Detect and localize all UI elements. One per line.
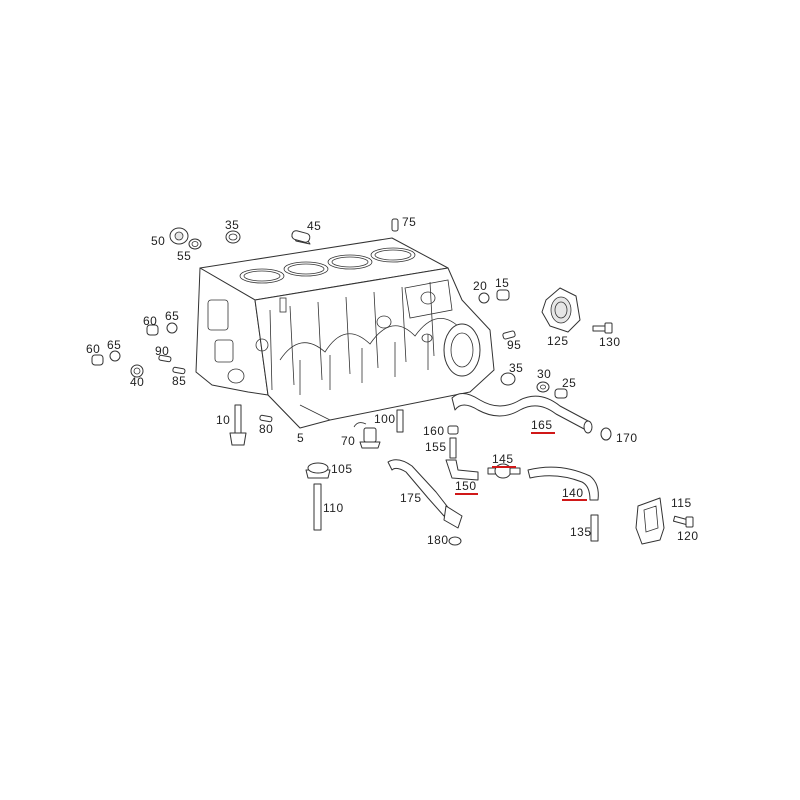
part-50-plug (169, 227, 189, 245)
label-40: 40 (130, 375, 144, 389)
part-80-pin (259, 414, 273, 423)
part-160-connector (447, 425, 459, 435)
part-180-ring (448, 536, 462, 546)
part-45-sleeve (291, 230, 311, 245)
part-70-valve (353, 422, 381, 449)
part-95-pin (502, 330, 516, 340)
part-20-cap (478, 292, 490, 304)
label-65a: 65 (165, 309, 179, 323)
part-15-plug (496, 289, 510, 301)
label-25: 25 (562, 376, 576, 390)
part-140-hose (527, 466, 599, 501)
part-100-tube (396, 409, 404, 433)
part-40-clamp (130, 364, 144, 378)
part-30-washer (536, 381, 550, 393)
part-60-plug-lower (91, 354, 104, 366)
part-110-tube (313, 483, 322, 531)
part-55-seal-ring (188, 238, 202, 250)
label-175: 175 (400, 491, 422, 505)
label-55: 55 (177, 249, 191, 263)
label-85: 85 (172, 374, 186, 388)
label-165: 165 (531, 418, 553, 432)
label-45: 45 (307, 219, 321, 233)
part-170-clip (600, 427, 612, 441)
label-75: 75 (402, 215, 416, 229)
part-35-cap-right (500, 372, 516, 386)
part-135-tube (590, 514, 599, 542)
label-150: 150 (455, 479, 477, 493)
part-65-ring-upper (166, 322, 178, 334)
label-135: 135 (570, 525, 592, 539)
part-175-hose (387, 459, 463, 529)
label-140: 140 (562, 486, 584, 500)
part-130-bolt (592, 322, 613, 334)
label-95: 95 (507, 338, 521, 352)
engine-block (195, 237, 495, 429)
part-105-cap (305, 462, 331, 479)
label-100: 100 (374, 412, 396, 426)
label-65b: 65 (107, 338, 121, 352)
label-170: 170 (616, 431, 638, 445)
part-75-dowel (391, 218, 399, 232)
label-70: 70 (341, 434, 355, 448)
label-125: 125 (547, 334, 569, 348)
part-125-rear-seal-cover (541, 287, 581, 333)
part-65-ring-lower (109, 350, 121, 362)
label-180: 180 (427, 533, 449, 547)
label-130: 130 (599, 335, 621, 349)
label-105: 105 (331, 462, 353, 476)
label-15: 15 (495, 276, 509, 290)
label-60b: 60 (86, 342, 100, 356)
label-80: 80 (259, 422, 273, 436)
label-110: 110 (323, 501, 344, 515)
part-115-cover (635, 497, 665, 545)
part-165-hose (451, 393, 593, 434)
label-5: 5 (297, 431, 304, 445)
label-50: 50 (151, 234, 165, 248)
label-60a: 60 (143, 314, 157, 328)
part-90-pin (158, 354, 172, 363)
label-35b: 35 (509, 361, 523, 375)
part-25-plug (554, 388, 568, 399)
part-120-bolt (672, 515, 694, 528)
label-35a: 35 (225, 218, 239, 232)
label-10: 10 (216, 413, 230, 427)
highlight-underlines (455, 432, 587, 501)
label-30: 30 (537, 367, 551, 381)
label-155: 155 (425, 440, 447, 454)
part-85-pin (172, 366, 186, 375)
part-10-bolt (229, 404, 247, 446)
label-20: 20 (473, 279, 487, 293)
label-120: 120 (677, 529, 699, 543)
reference-labels: 5 10 15 20 25 30 35 35 40 45 50 55 60 60… (86, 215, 699, 547)
part-60-plug-upper (146, 324, 159, 336)
part-35-cap-top (225, 230, 241, 244)
part-155-tube (449, 437, 457, 459)
part-150-elbow (445, 459, 479, 481)
label-90: 90 (155, 344, 169, 358)
label-115: 115 (671, 496, 692, 510)
label-145: 145 (492, 452, 514, 466)
label-160: 160 (423, 424, 445, 438)
